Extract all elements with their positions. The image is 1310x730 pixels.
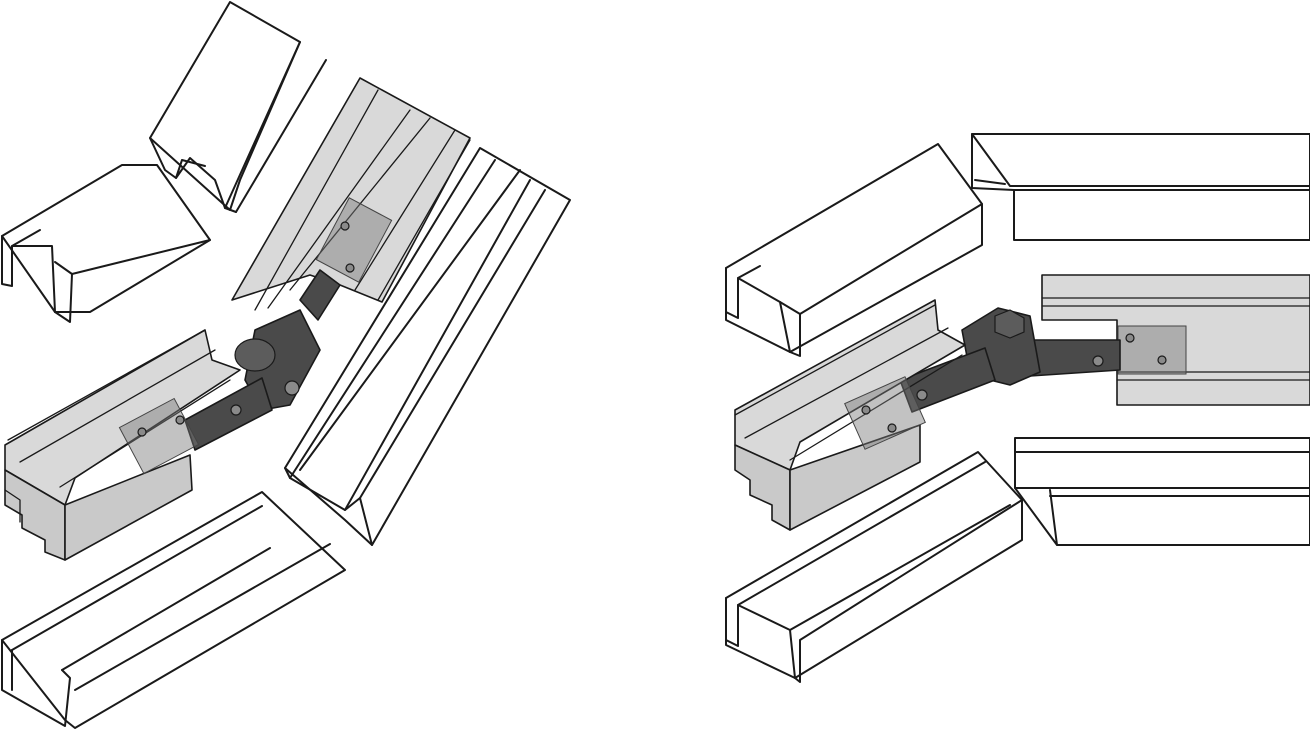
left-bottom-profile xyxy=(1,491,346,729)
left-base-rail xyxy=(4,329,241,561)
right-base-rail xyxy=(734,299,966,531)
left-right-diagonal-profile xyxy=(284,147,571,546)
left-diagonal-rail xyxy=(231,77,471,311)
right-panel-straight-joint xyxy=(725,133,1310,683)
left-top-diagonal-profile xyxy=(149,1,327,213)
right-bottom-profile xyxy=(725,451,1023,683)
left-panel-angled-joint xyxy=(1,1,571,729)
left-top-cap-profile xyxy=(1,164,211,323)
angled-connector xyxy=(184,269,341,451)
straight-connector xyxy=(899,307,1121,413)
right-top-cap-profile xyxy=(725,143,983,357)
right-straight-rail xyxy=(1041,274,1310,406)
right-top-long-profile xyxy=(971,133,1310,241)
right-bottom-long-profile xyxy=(1014,437,1310,546)
